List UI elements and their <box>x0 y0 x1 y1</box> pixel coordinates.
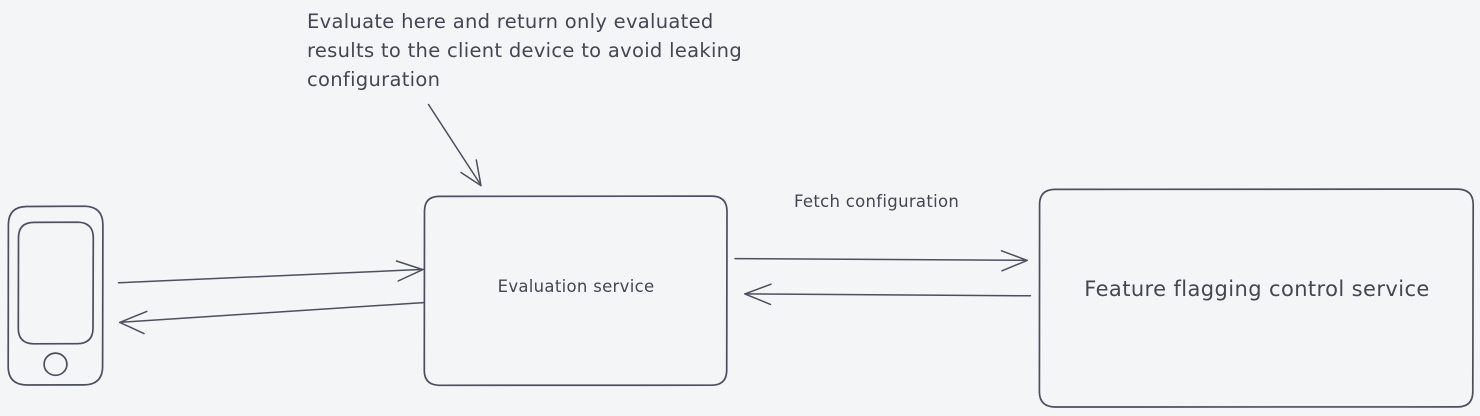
arrow-device-to-evaluation[interactable] <box>117 260 424 284</box>
phone-outer-body-icon <box>7 205 104 386</box>
arrow-device-to-evaluation-line <box>117 268 424 284</box>
arrow-evaluation-to-control-head <box>1000 250 1028 272</box>
arrow-device-to-evaluation-head <box>395 260 424 282</box>
arrow-evaluation-to-device-line <box>119 301 425 324</box>
control-service-node[interactable] <box>1038 188 1475 408</box>
annotation-pointer-head <box>460 159 482 187</box>
arrow-evaluation-to-control[interactable] <box>734 250 1028 272</box>
annotation-text: Evaluate here and return only evaluated … <box>307 10 743 91</box>
evaluation-service-label: Evaluation service <box>497 277 655 296</box>
annotation-pointer-line <box>427 103 482 186</box>
phone-screen-icon <box>17 221 95 345</box>
arrow-control-to-evaluation-line <box>744 293 1032 297</box>
evaluation-service-node[interactable] <box>423 195 728 387</box>
arrow-control-to-evaluation[interactable] <box>744 283 1032 306</box>
arrow-evaluation-to-device-head <box>119 310 148 335</box>
annotation-pointer-arrow[interactable] <box>427 103 482 187</box>
evaluation-service-box <box>423 195 728 387</box>
client-device-phone-icon[interactable] <box>7 205 104 386</box>
edge-label-fetch-configuration: Fetch configuration <box>794 192 960 211</box>
control-service-box <box>1038 188 1475 408</box>
arrow-evaluation-to-control-line <box>734 257 1028 262</box>
control-service-label: Feature flagging control service <box>1084 277 1430 301</box>
phone-home-button-icon <box>43 352 68 377</box>
arrow-evaluation-to-device[interactable] <box>119 301 425 335</box>
arrow-control-to-evaluation-head <box>744 283 772 306</box>
